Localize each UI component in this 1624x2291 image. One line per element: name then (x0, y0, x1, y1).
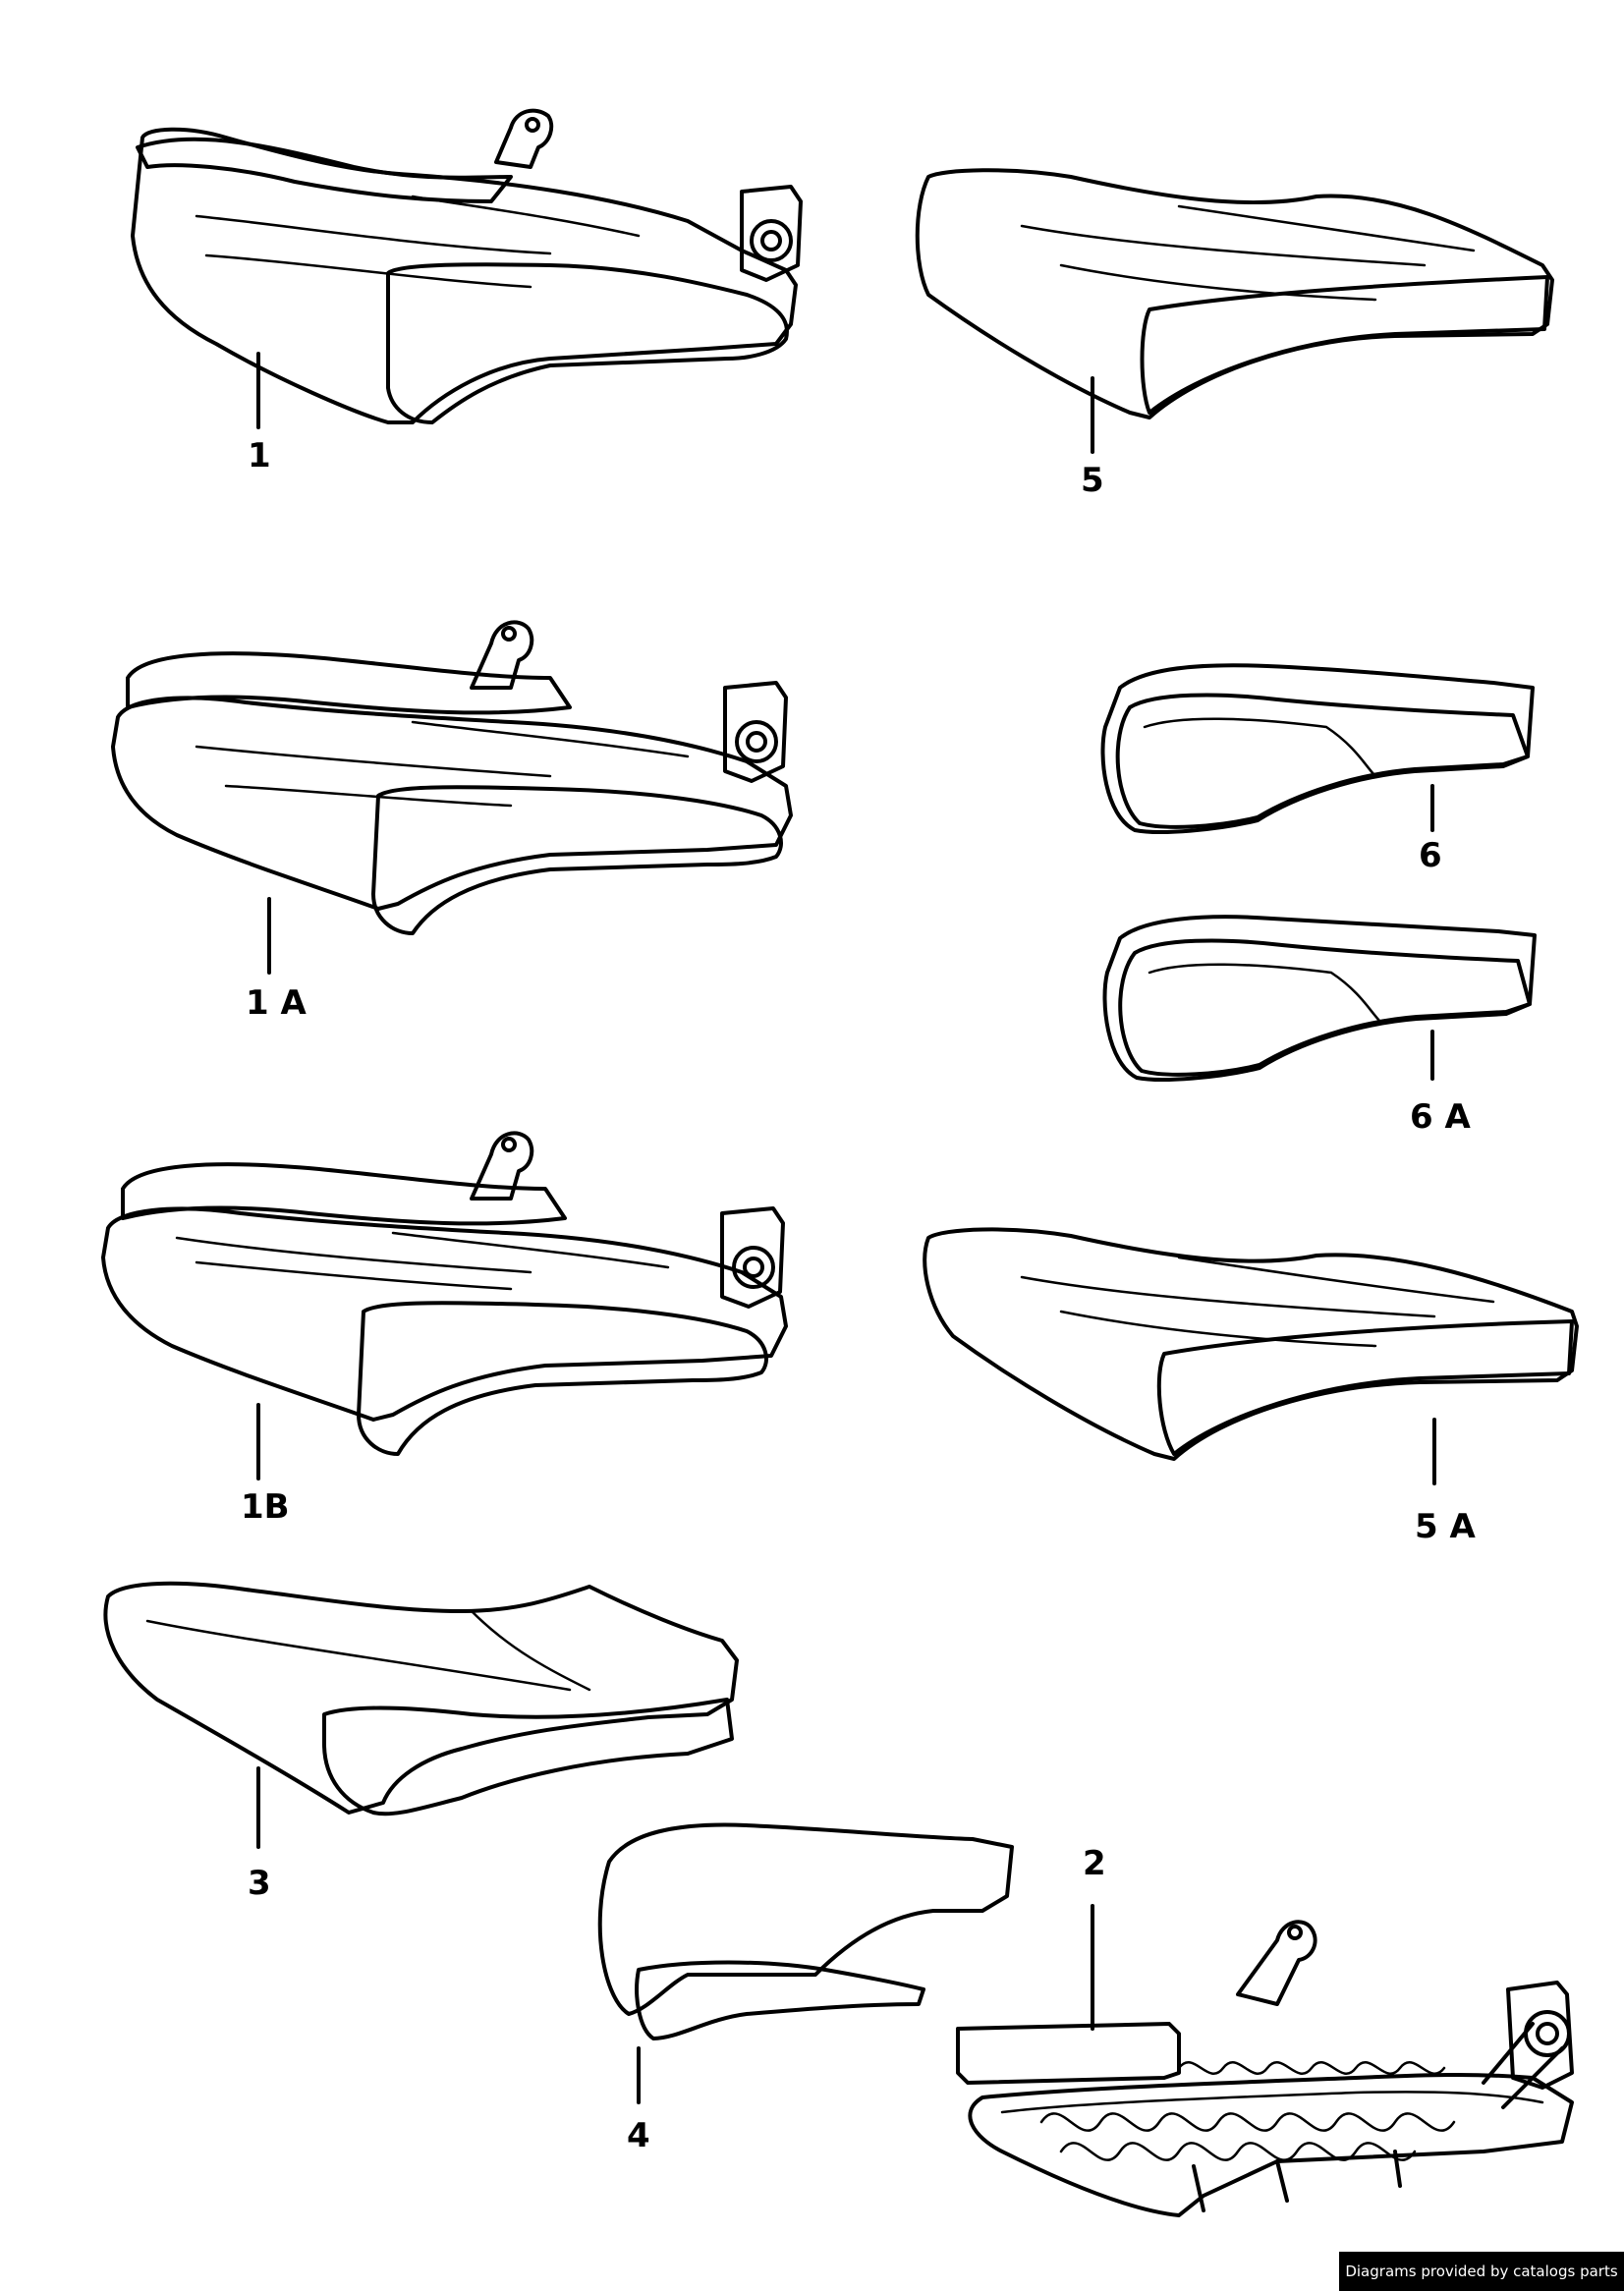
part-label-2: 2 (1083, 1844, 1106, 1883)
part-label-1: 1 (248, 436, 271, 475)
part-label-1a: 1 A (246, 983, 307, 1023)
part-1-seat-cushion[interactable] (131, 108, 803, 429)
part-label-1b: 1B (241, 1487, 290, 1527)
part-1a-seat-cushion[interactable] (111, 620, 793, 975)
part-6-side-cover[interactable] (1100, 663, 1535, 834)
part-6a-side-cover[interactable] (1102, 915, 1537, 1082)
part-5-cover[interactable] (915, 168, 1554, 454)
part-label-4: 4 (627, 2116, 650, 2155)
part-4-side-foam-pad[interactable] (597, 1822, 1014, 2104)
part-1b-seat-cushion[interactable] (101, 1131, 788, 1481)
part-2-seat-frame[interactable] (956, 1904, 1574, 2217)
diagram-credit: Diagrams provided by catalogs parts (1339, 2252, 1624, 2291)
part-label-5a: 5 A (1415, 1507, 1476, 1546)
part-5a-cover[interactable] (923, 1227, 1579, 1485)
part-label-6: 6 (1419, 836, 1442, 875)
part-label-3: 3 (248, 1864, 271, 1903)
part-label-6a: 6 A (1410, 1097, 1471, 1137)
part-label-5: 5 (1081, 461, 1104, 500)
part-3-foam-pad[interactable] (103, 1581, 739, 1849)
